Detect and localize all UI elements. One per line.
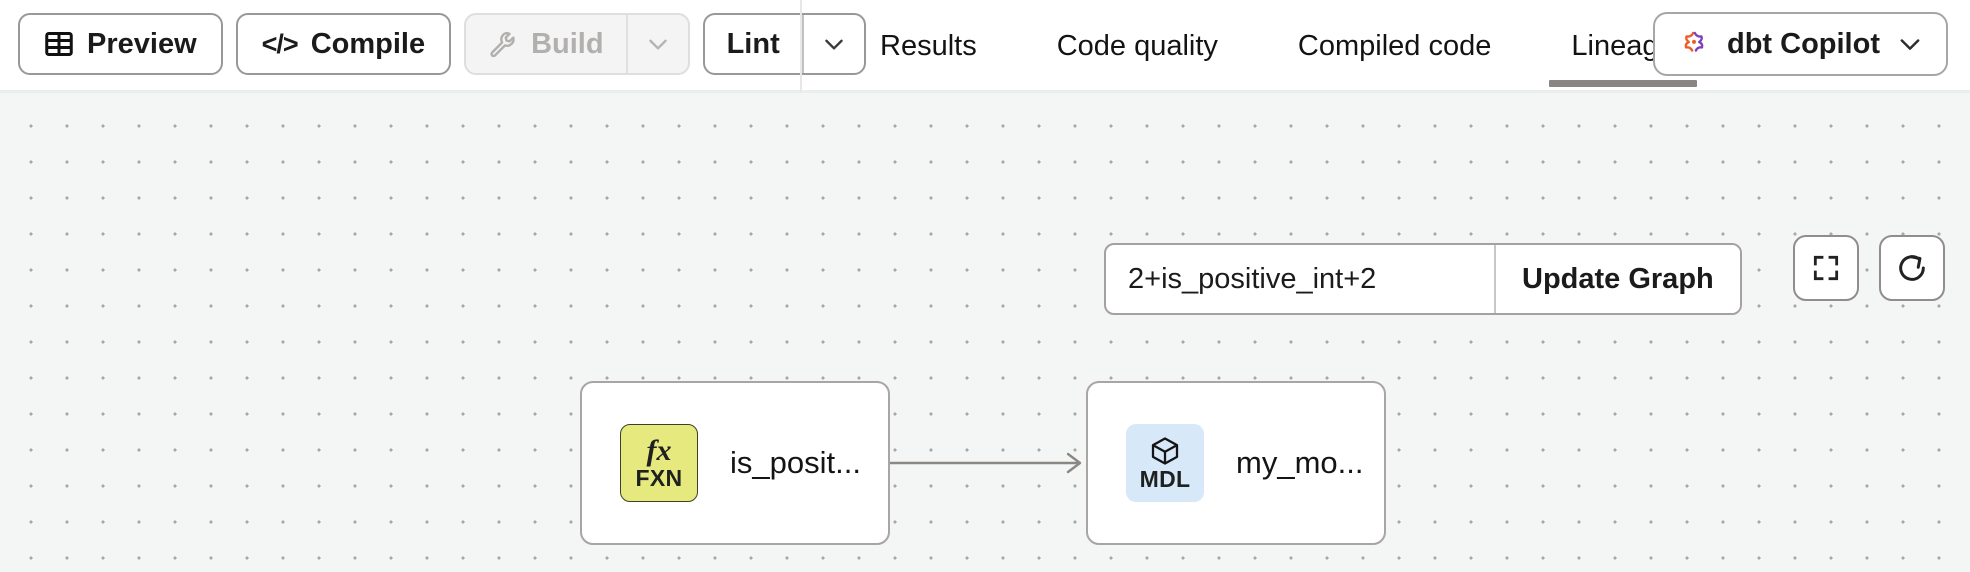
refresh-button[interactable] — [1879, 235, 1945, 301]
toolbar-divider — [800, 0, 802, 93]
lineage-node-my-model[interactable]: MDL my_mo... — [1086, 381, 1386, 545]
tab-code-quality-label: Code quality — [1056, 30, 1218, 62]
chevron-down-icon — [821, 31, 847, 57]
chevron-down-icon — [1896, 30, 1924, 58]
cube-icon: MDL — [1126, 424, 1204, 502]
lineage-node-label: is_posit... — [730, 445, 861, 480]
wrench-icon — [488, 29, 518, 59]
lint-dropdown-toggle[interactable] — [801, 15, 864, 73]
function-icon: fx FXN — [620, 424, 698, 502]
preview-button-label: Preview — [87, 27, 197, 60]
build-button-label: Build — [531, 27, 604, 60]
compile-button-label: Compile — [310, 27, 426, 60]
dbt-copilot-icon — [1677, 27, 1711, 61]
panel-tabs: Results Code quality Compiled code Linea… — [840, 0, 1715, 93]
lint-button-label: Lint — [726, 27, 780, 60]
fx-glyph: fx — [646, 434, 672, 467]
dbt-copilot-button[interactable]: dbt Copilot — [1652, 12, 1948, 76]
tab-code-quality[interactable]: Code quality — [1017, 0, 1258, 93]
lineage-canvas[interactable]: Update Graph — [0, 93, 1970, 572]
build-button-main[interactable]: Build — [466, 15, 626, 73]
fxn-badge-code: FXN — [635, 465, 683, 491]
update-graph-button[interactable]: Update Graph — [1496, 245, 1740, 313]
lineage-node-label: my_mo... — [1236, 445, 1364, 480]
code-brackets-icon: </> — [261, 28, 299, 59]
canvas-action-buttons — [1793, 235, 1945, 301]
top-toolbar: Preview </> Compile Build — [0, 0, 1970, 93]
fit-view-button[interactable] — [1793, 235, 1859, 301]
graph-control-divider — [1494, 245, 1496, 313]
mdl-badge-code: MDL — [1139, 466, 1191, 492]
graph-selector-input[interactable] — [1106, 245, 1494, 313]
preview-button[interactable]: Preview — [18, 13, 223, 75]
toolbar-button-group: Preview </> Compile Build — [18, 13, 866, 75]
chevron-down-icon — [645, 31, 671, 57]
tab-results-label: Results — [880, 30, 977, 62]
cube-glyph — [1151, 437, 1179, 465]
tab-compiled-code[interactable]: Compiled code — [1258, 0, 1531, 93]
refresh-icon — [1895, 251, 1929, 285]
fullscreen-icon — [1810, 252, 1842, 284]
update-graph-button-label: Update Graph — [1522, 262, 1714, 295]
graph-selector-control: Update Graph — [1104, 243, 1742, 315]
tab-results[interactable]: Results — [840, 0, 1017, 93]
lineage-edge — [886, 452, 1082, 474]
lineage-node-is-positive-int[interactable]: fx FXN is_posit... — [580, 381, 890, 545]
lint-button[interactable]: Lint — [702, 13, 866, 75]
build-button[interactable]: Build — [464, 13, 690, 75]
compile-button[interactable]: </> Compile — [235, 13, 452, 75]
dbt-copilot-label: dbt Copilot — [1726, 27, 1880, 60]
lint-button-main[interactable]: Lint — [705, 15, 802, 73]
tab-compiled-code-label: Compiled code — [1297, 30, 1492, 62]
table-icon — [44, 29, 74, 59]
build-dropdown-toggle[interactable] — [625, 15, 688, 73]
